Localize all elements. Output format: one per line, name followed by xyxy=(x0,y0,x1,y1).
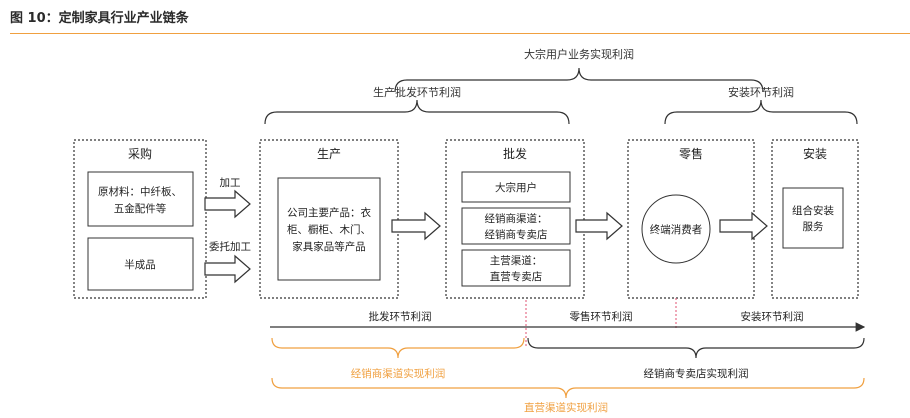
dealer-store-profit-brace xyxy=(527,337,865,359)
end-consumer-label: 终端消费者 xyxy=(650,223,703,236)
dealer-channel-line-2: 经销商专卖店 xyxy=(485,228,548,241)
bulk-users-box xyxy=(461,171,571,203)
main-products-line-2: 柜、橱柜、木门、 xyxy=(287,223,371,236)
direct-channel-profit-brace xyxy=(271,377,865,399)
retail-profit-label: 零售环节利润 xyxy=(570,310,633,323)
dealer-channel-profit-brace xyxy=(271,337,525,359)
install-service-box xyxy=(782,187,844,249)
direct-channel-line-1: 主营渠道： xyxy=(490,254,543,267)
retail-stage-title: 零售 xyxy=(679,146,703,161)
install-stage-box xyxy=(771,139,859,299)
end-consumer-circle xyxy=(641,194,711,264)
prod-wholesale-profit-brace xyxy=(264,99,570,125)
production-stage-title: 生产 xyxy=(317,147,341,161)
bulk-profit-brace xyxy=(394,67,764,93)
production-to-wholesale-arrow xyxy=(391,211,441,241)
process-arrow-label: 加工 xyxy=(220,177,241,189)
main-products-box xyxy=(277,177,381,281)
dealer-channel-line-1: 经销商渠道： xyxy=(485,212,548,225)
semi-finished-box xyxy=(87,237,194,291)
wholesale-profit-label: 批发环节利润 xyxy=(369,310,432,323)
retail-to-install-arrow xyxy=(719,211,768,241)
install-profit-top-label: 安装环节利润 xyxy=(728,85,794,99)
direct-channel-box xyxy=(461,249,571,287)
outsourced-arrow xyxy=(204,254,251,284)
prod-wholesale-profit-label: 生产批发环节利润 xyxy=(373,85,461,99)
retail-stage-box xyxy=(627,139,755,299)
process-arrow xyxy=(204,189,251,219)
figure-title: 图 10：定制家具行业产业链条 xyxy=(10,11,189,26)
production-stage-box xyxy=(259,139,399,299)
wholesale-to-retail-arrow xyxy=(575,211,623,241)
raw-materials-line-2: 五金配件等 xyxy=(114,202,167,215)
bulk-users-label: 大宗用户 xyxy=(495,181,537,194)
purchase-stage-box xyxy=(73,139,207,299)
dealer-channel-box xyxy=(461,207,571,245)
purchase-stage-title: 采购 xyxy=(128,146,152,161)
wholesale-stage-box xyxy=(445,139,585,299)
semi-finished-label: 半成品 xyxy=(124,258,156,271)
install-service-line-1: 组合安装 xyxy=(792,204,834,217)
install-profit-label: 安装环节利润 xyxy=(741,310,804,323)
title-rule xyxy=(10,33,910,34)
main-products-line-3: 家具家品等产品 xyxy=(292,240,366,253)
main-products-line-1: 公司主要产品：衣 xyxy=(287,206,371,219)
direct-channel-line-2: 直营专卖店 xyxy=(490,270,543,283)
outsourced-arrow-label: 委托加工 xyxy=(209,240,251,253)
raw-materials-line-1: 原材料：中纤板、 xyxy=(98,185,182,198)
direct-channel-profit-label: 直营渠道实现利润 xyxy=(524,401,608,414)
bulk-profit-label: 大宗用户业务实现利润 xyxy=(524,47,634,61)
dealer-store-profit-label: 经销商专卖店实现利润 xyxy=(644,367,749,380)
install-service-line-2: 服务 xyxy=(803,220,824,233)
wholesale-stage-title: 批发 xyxy=(503,146,527,161)
dealer-channel-profit-label: 经销商渠道实现利润 xyxy=(351,367,446,380)
install-stage-title: 安装 xyxy=(803,146,827,161)
raw-materials-box xyxy=(87,171,194,227)
install-profit-top-brace xyxy=(664,99,858,125)
